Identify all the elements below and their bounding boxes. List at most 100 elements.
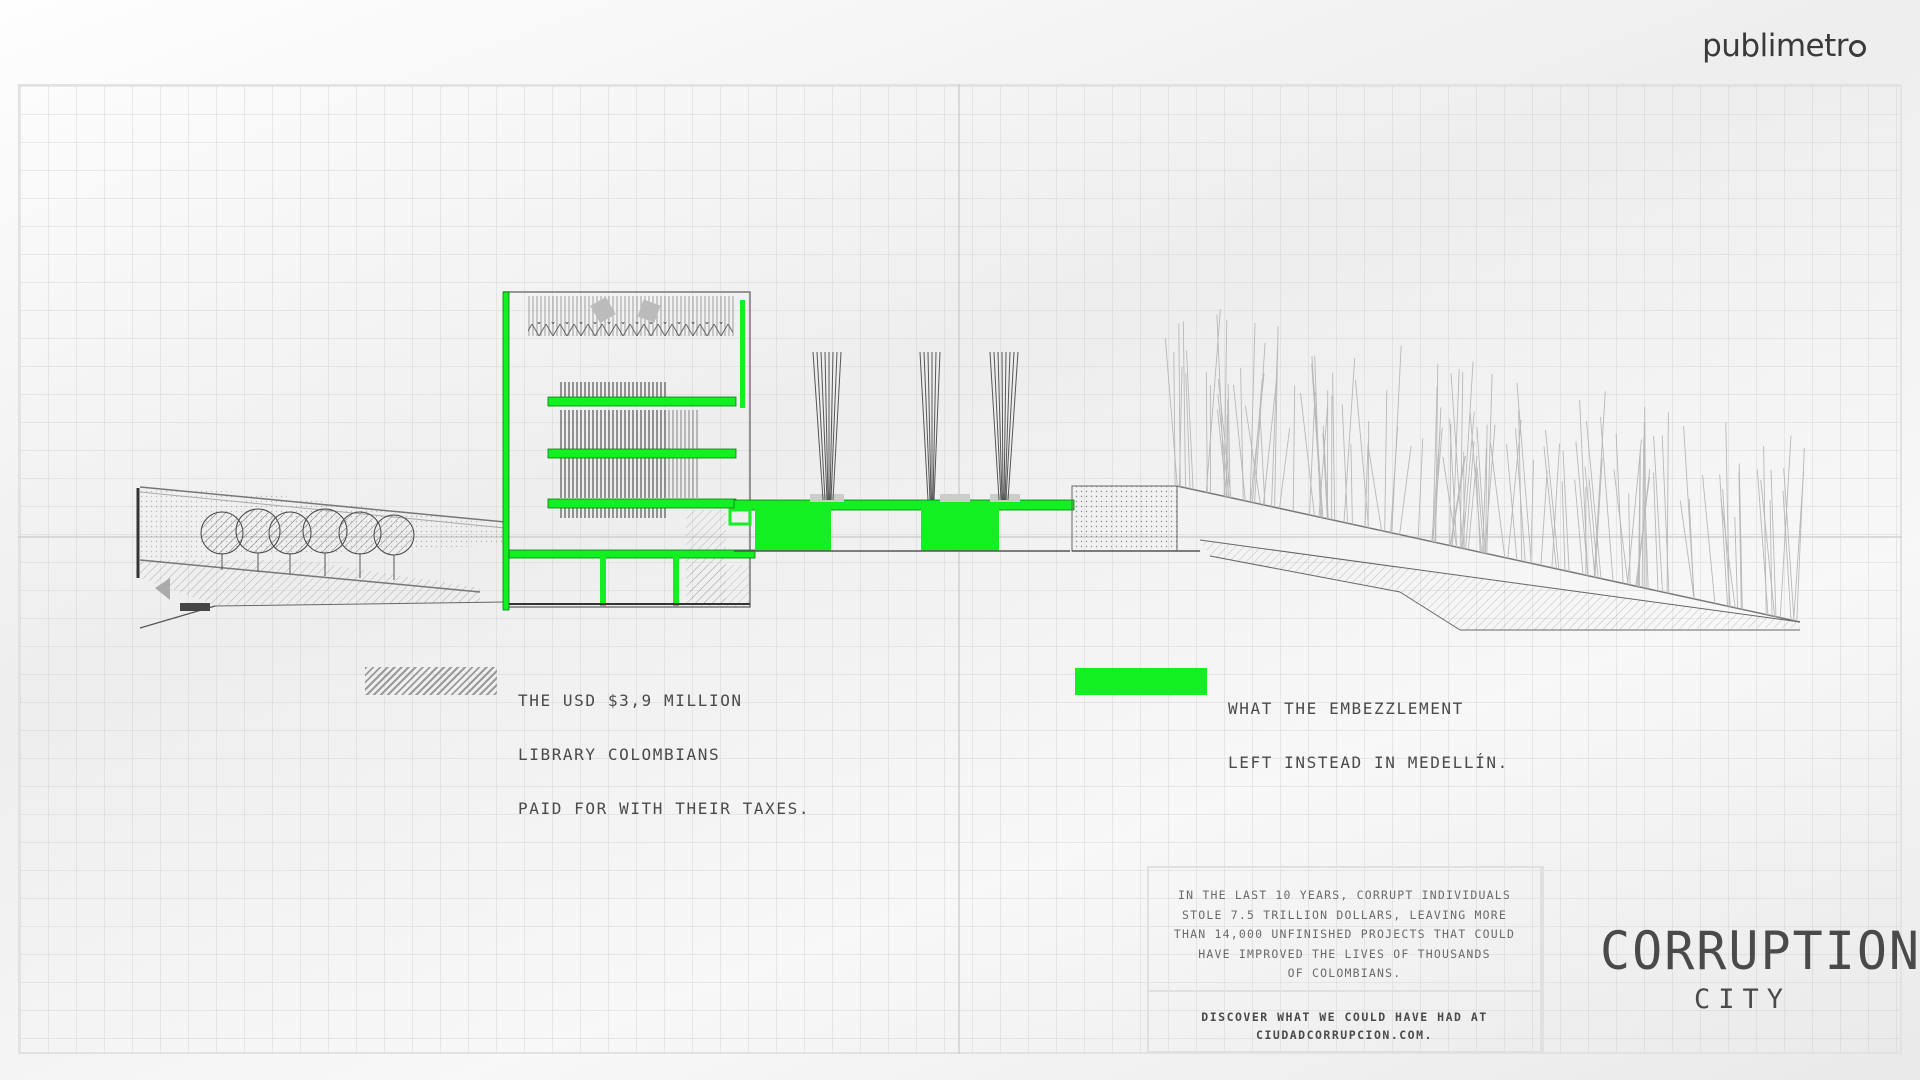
info-line-1: IN THE LAST 10 YEARS, CORRUPT INDIVIDUAL… [1177,888,1512,902]
reed-stroke [1249,323,1256,503]
reed-stroke [1271,348,1278,507]
left-embankment [136,486,506,629]
reed-stroke [1613,469,1629,585]
reed-stroke [1309,391,1316,515]
publimetro-logo[interactable]: publimetr [1702,28,1866,64]
reed-stroke [1475,465,1481,553]
reed-stroke [1584,466,1596,578]
reed-stroke [1233,384,1246,501]
reed-stroke [1636,469,1651,587]
reed-stroke [1332,372,1336,521]
info-column-divider [1542,866,1544,1053]
reed-stroke [1763,446,1767,615]
reed-stroke [1314,355,1321,518]
reed-stroke [1450,373,1464,549]
reed-stroke [1719,474,1729,607]
reed-stroke [1722,488,1731,607]
reed-stroke [1417,438,1424,539]
reed-stroke [1449,457,1465,546]
reed-stroke [1734,516,1739,609]
reed-stroke [1251,379,1263,503]
reed-stroke [1178,323,1181,487]
reed-stroke [1588,479,1599,578]
reed-stroke [1628,493,1631,585]
reed-stroke [1341,404,1349,524]
reed-stroke [1615,433,1624,584]
reed-stroke [1506,443,1518,561]
reed-stroke [1469,410,1482,553]
reed-stroke [1459,371,1464,548]
trees [200,508,415,580]
reed-stroke [1384,390,1388,532]
reed-stroke [1540,470,1548,566]
reed-stroke [1274,326,1279,508]
library-legend-line-1: THE USD $3,9 MILLION [518,691,743,710]
reed-stroke [1653,435,1663,593]
reed-stroke [1262,383,1277,505]
reed-stroke [1244,406,1261,505]
reed-stroke [1254,342,1266,503]
library-legend-text: THE USD $3,9 MILLION LIBRARY COLOMBIANS … [518,656,810,854]
reed-stroke [1300,393,1315,517]
reed-stroke [1486,373,1493,554]
reed-stroke [1702,474,1716,604]
reed-stroke [1769,500,1773,616]
reed-stroke [1796,447,1805,622]
reed-stroke [1593,391,1606,578]
reed-stroke [1641,437,1645,588]
reed-stroke [1465,441,1475,550]
reed-stroke [1782,490,1792,621]
reed-stroke [1182,321,1186,488]
reed-stroke [1779,435,1792,618]
reed-stroke [1594,457,1603,578]
reeds [1164,309,1805,622]
reed-stroke [1452,369,1460,547]
embezzlement-legend-text: WHAT THE EMBEZZLEMENT LEFT INSTEAD IN ME… [1228,664,1509,808]
reed-stroke [1432,386,1438,542]
cta-link[interactable]: CIUDADCORRUPCION.COM. [1256,1028,1433,1042]
reed-stroke [1449,423,1452,546]
campaign-subtitle: CITY [1694,984,1792,1015]
reed-stroke [1399,446,1412,535]
info-line-2: STOLE 7.5 TRILLION DOLLARS, LEAVING MORE [1182,907,1507,922]
reed-stroke [1756,469,1769,616]
info-box: IN THE LAST 10 YEARS, CORRUPT INDIVIDUAL… [1147,866,1542,1053]
reed-stroke [1518,409,1523,562]
reed-stroke [1343,358,1356,523]
library-legend-line-3: PAID FOR WITH THEIR TAXES. [518,799,811,818]
reed-stroke [1292,385,1296,512]
info-cta[interactable]: DISCOVER WHAT WE COULD HAVE HAD AT CIUDA… [1149,1008,1540,1044]
reed-stroke [1574,479,1584,575]
reed-stroke [1367,447,1383,531]
reed-stroke [1185,373,1191,489]
reed-stroke [1579,399,1589,576]
reed-stroke [1783,468,1795,621]
reed-stroke [1627,439,1642,585]
reed-stroke [1217,394,1230,498]
reed-stroke [1178,366,1183,487]
reed-stroke [1364,443,1369,528]
reed-stroke [1367,420,1370,528]
embezzlement-green-swatch [1075,668,1207,695]
reed-stroke [1350,444,1353,525]
reed-stroke [1585,420,1602,579]
reed-stroke [1205,309,1221,493]
reed-stroke [1462,411,1475,549]
info-line-5: OF COLOMBIANS. [1287,966,1402,980]
info-divider [1149,990,1540,992]
reed-stroke [1770,469,1777,617]
reed-stroke [1738,463,1743,610]
reed-stroke [1322,433,1328,519]
reed-stroke [1575,441,1589,576]
reed-stroke [1516,382,1532,564]
sculptures [812,351,1019,501]
reed-stroke [1561,481,1566,571]
library-legend-line-2: LIBRARY COLOMBIANS [518,745,721,764]
reed-stroke [1666,412,1669,594]
reed-stroke [1355,380,1370,528]
logo-wordmark: publimetr [1702,28,1848,64]
reed-stroke [1205,371,1208,493]
reed-stroke [1644,501,1649,589]
